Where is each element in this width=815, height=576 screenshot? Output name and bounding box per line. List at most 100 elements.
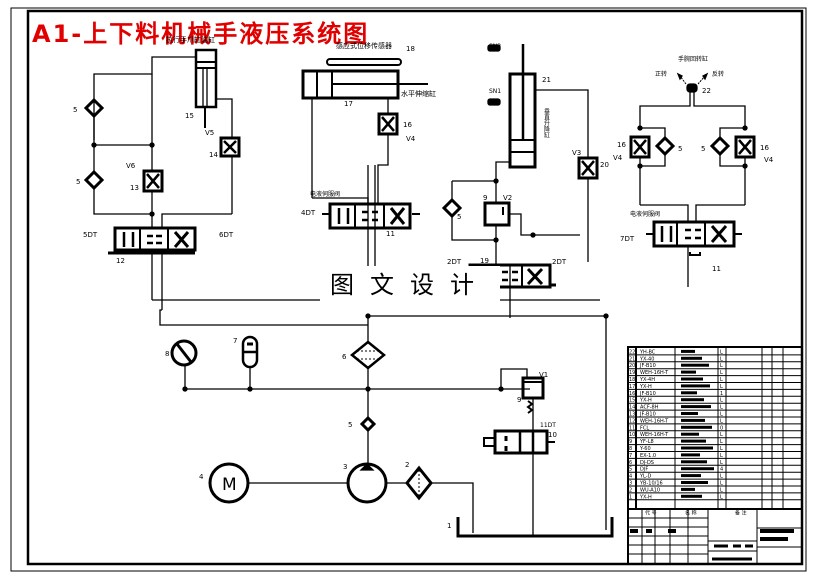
label-position-sensor: 感应式位移传感器 bbox=[336, 41, 392, 50]
power-unit bbox=[170, 316, 614, 538]
cell-unit: 4 bbox=[720, 467, 723, 473]
label-servo-valve-a: 电液伺服阀 bbox=[310, 190, 340, 198]
label-11b: 11 bbox=[712, 265, 721, 273]
label-19: 19 bbox=[480, 257, 489, 265]
label-14: 14 bbox=[209, 151, 218, 159]
label-5b: 5 bbox=[76, 178, 80, 186]
cell-unit: L bbox=[720, 377, 723, 383]
cell-no: 6 bbox=[629, 460, 632, 466]
rotary-actuator-22 bbox=[686, 83, 698, 93]
label-12: 12 bbox=[116, 257, 125, 265]
label-7: 7 bbox=[233, 337, 237, 345]
label-9a: 9 bbox=[483, 194, 487, 202]
label-2dt-left: 2DT bbox=[447, 258, 462, 266]
cell-unit: L bbox=[720, 356, 723, 362]
cell-code: JF-B10 bbox=[639, 363, 656, 369]
cell-name-redacted bbox=[681, 391, 697, 395]
cell-unit: L bbox=[720, 363, 723, 369]
cell-no: 9 bbox=[629, 439, 632, 445]
cell-code: DJ-DS bbox=[640, 460, 654, 466]
check-valve-5b bbox=[83, 169, 105, 191]
label-counterclockwise: 反转 bbox=[712, 70, 724, 78]
label-1: 1 bbox=[447, 522, 451, 530]
cell-name-redacted bbox=[681, 384, 710, 388]
label-4: 4 bbox=[199, 473, 204, 481]
check-valve-5c bbox=[654, 135, 676, 157]
label-v2: V2 bbox=[503, 194, 512, 202]
label-4dt: 4DT bbox=[301, 209, 316, 217]
cell-name-redacted bbox=[681, 432, 699, 436]
directional-valve-12 bbox=[113, 226, 197, 252]
cell-no: 11 bbox=[629, 425, 635, 431]
drawing-title: A1-上下料机械手液压系统图 bbox=[32, 20, 370, 48]
cell-code: YX-40 bbox=[639, 356, 654, 362]
table-row: 19 WEH-16H-T L bbox=[629, 370, 723, 376]
cell-unit: 1 bbox=[720, 391, 723, 397]
cell-no: 5 bbox=[629, 467, 632, 473]
gripper-circuit bbox=[83, 48, 241, 310]
label-servo-valve-b: 电液伺服阀 bbox=[630, 210, 660, 218]
cell-code: DJF bbox=[640, 467, 648, 473]
label-6: 6 bbox=[342, 353, 347, 361]
cell-unit: L bbox=[720, 384, 723, 390]
cell-no: 19 bbox=[629, 370, 635, 376]
labels: 执行手爪缸油缸 感应式位移传感器 18 17 水平伸缩缸 16 V4 15 V5… bbox=[73, 35, 774, 530]
label-v4b: V4 bbox=[613, 154, 623, 162]
cell-no: 8 bbox=[629, 446, 632, 452]
cell-code: WEH-16H-T bbox=[640, 432, 669, 438]
cell-no: 1 bbox=[629, 494, 632, 500]
table-row: 5 DJF 4 bbox=[629, 467, 723, 473]
cell-no: 17 bbox=[629, 384, 635, 390]
label-horizontal-cylinder: 水平伸缩缸 bbox=[401, 89, 436, 98]
cell-unit: L bbox=[720, 370, 723, 376]
cell-name-redacted bbox=[681, 494, 702, 498]
cell-no: 2 bbox=[629, 487, 632, 493]
cell-no: 22 bbox=[629, 349, 635, 355]
cell-name-redacted bbox=[681, 487, 695, 491]
cell-name-redacted bbox=[681, 439, 706, 443]
cell-name-redacted bbox=[681, 356, 702, 360]
cell-code: YH-BC bbox=[639, 349, 656, 355]
inner-frame bbox=[26, 9, 804, 566]
label-sn1: SN1 bbox=[489, 88, 501, 95]
cell-no: 18 bbox=[629, 377, 635, 383]
label-16a: 16 bbox=[403, 121, 412, 129]
table-header-code: 代 号 bbox=[645, 510, 657, 517]
label-5a: 5 bbox=[73, 106, 77, 114]
cell-code: WEH-16H-T bbox=[640, 418, 669, 424]
cell-no: 3 bbox=[629, 481, 632, 487]
cell-unit: L bbox=[720, 474, 723, 480]
label-vertical-cylinder: 垂直升降缸 bbox=[543, 108, 550, 138]
label-5d: 5 bbox=[701, 145, 705, 153]
label-gripper-cylinder: 执行手爪缸油缸 bbox=[166, 35, 215, 44]
cell-no: 13 bbox=[629, 412, 635, 418]
cell-code: YX-H bbox=[639, 398, 652, 404]
table-header-remark: 备 注 bbox=[735, 510, 747, 517]
cell-no: 10 bbox=[629, 432, 635, 438]
label-11a: 11 bbox=[386, 230, 395, 238]
label-20: 20 bbox=[600, 161, 609, 169]
cell-code: WEH-16H-T bbox=[640, 370, 669, 376]
cell-code: YX-H bbox=[639, 494, 652, 500]
cell-name-redacted bbox=[681, 446, 713, 450]
label-5e: 5 bbox=[457, 213, 461, 221]
strainer-2 bbox=[405, 465, 433, 501]
label-17: 17 bbox=[344, 100, 353, 108]
sensor-sn1 bbox=[487, 98, 501, 106]
check-valve-5d bbox=[709, 135, 731, 157]
label-v1: V1 bbox=[539, 371, 548, 379]
cell-code: YB-10/16 bbox=[639, 481, 663, 487]
cell-code: ACF-8H bbox=[640, 405, 659, 411]
label-22: 22 bbox=[702, 87, 711, 95]
cell-name-redacted bbox=[681, 467, 714, 471]
